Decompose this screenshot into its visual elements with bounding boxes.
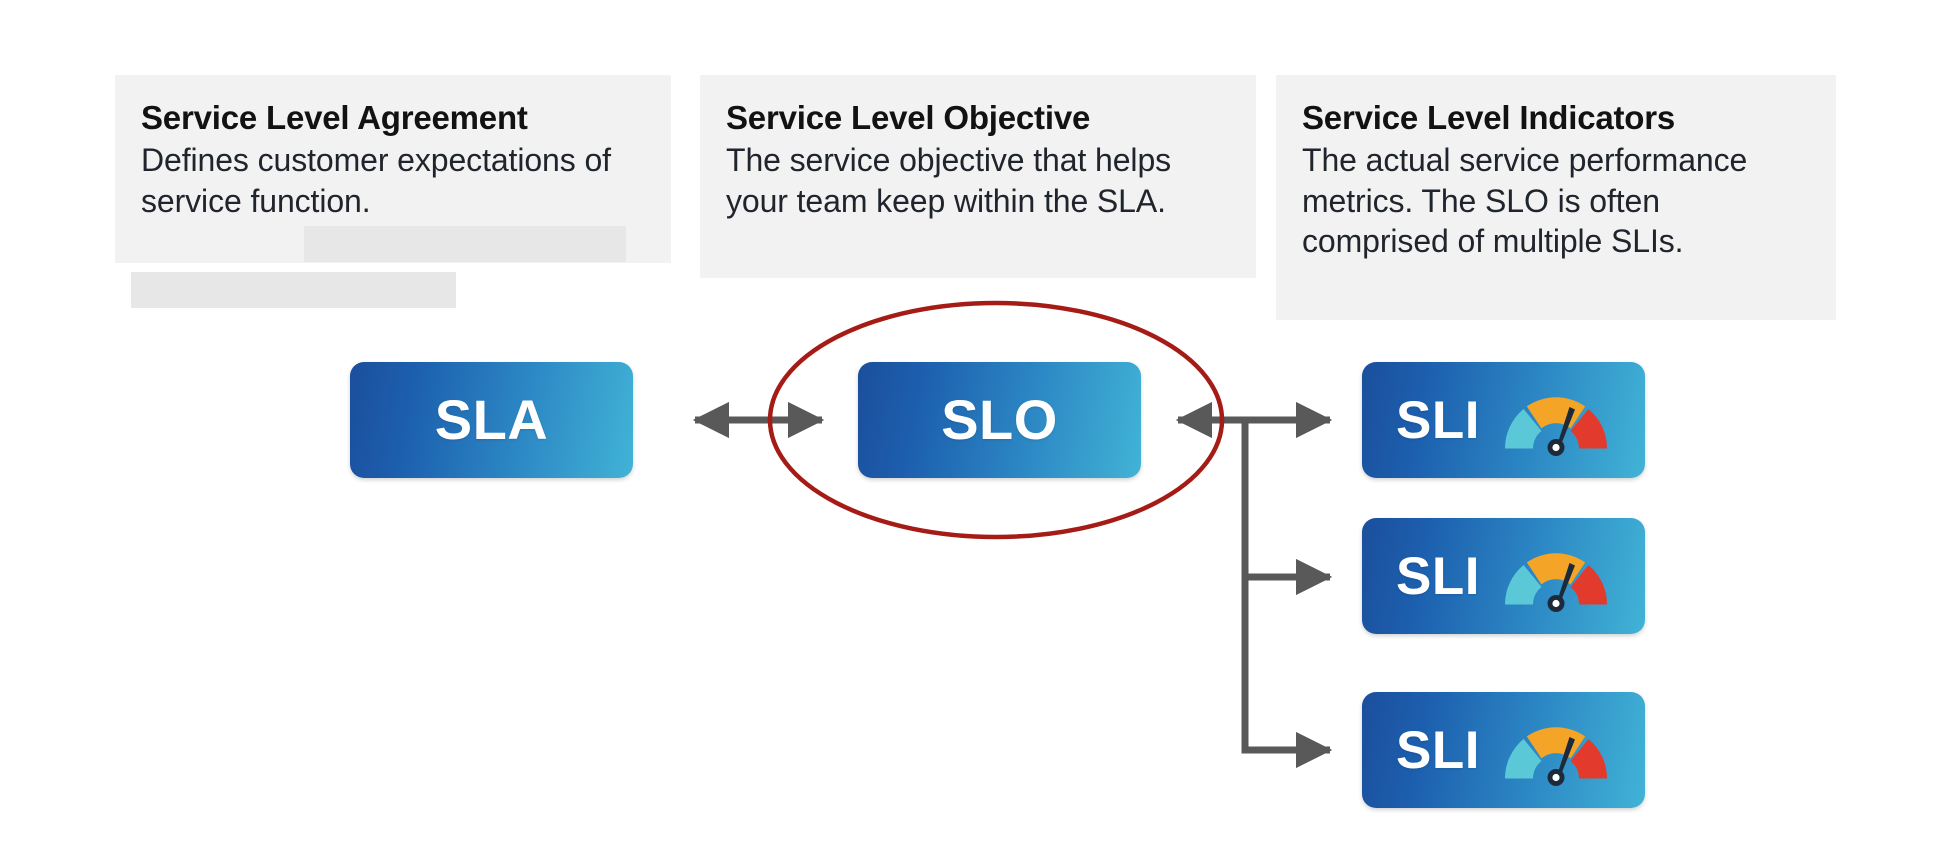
gauge-icon (1497, 535, 1615, 618)
node-sli-1[interactable]: SLI (1362, 362, 1645, 478)
card-slo-title: Service Level Objective (726, 99, 1091, 136)
card-sla-title: Service Level Agreement (141, 99, 528, 136)
gauge-icon (1497, 709, 1615, 792)
card-sli: Service Level Indicators The actual serv… (1276, 75, 1836, 320)
node-sli-2[interactable]: SLI (1362, 518, 1645, 634)
card-sla-body: Defines customer expectations of service… (141, 141, 611, 219)
node-slo[interactable]: SLO (858, 362, 1141, 478)
card-slo: Service Level Objective The service obje… (700, 75, 1256, 278)
node-sli-3[interactable]: SLI (1362, 692, 1645, 808)
node-sli-1-label: SLI (1396, 390, 1480, 450)
redaction-block-2 (131, 272, 456, 308)
node-sli-3-label: SLI (1396, 720, 1480, 780)
node-sli-2-label: SLI (1396, 546, 1480, 606)
redaction-block-1 (304, 226, 626, 262)
node-sla[interactable]: SLA (350, 362, 633, 478)
card-sli-title: Service Level Indicators (1302, 99, 1676, 136)
gauge-icon (1497, 379, 1615, 462)
node-slo-label: SLO (941, 388, 1058, 451)
card-slo-body: The service objective that helps your te… (726, 141, 1172, 219)
node-sla-label: SLA (434, 388, 549, 451)
card-sli-body: The actual service performance metrics. … (1302, 141, 1748, 260)
